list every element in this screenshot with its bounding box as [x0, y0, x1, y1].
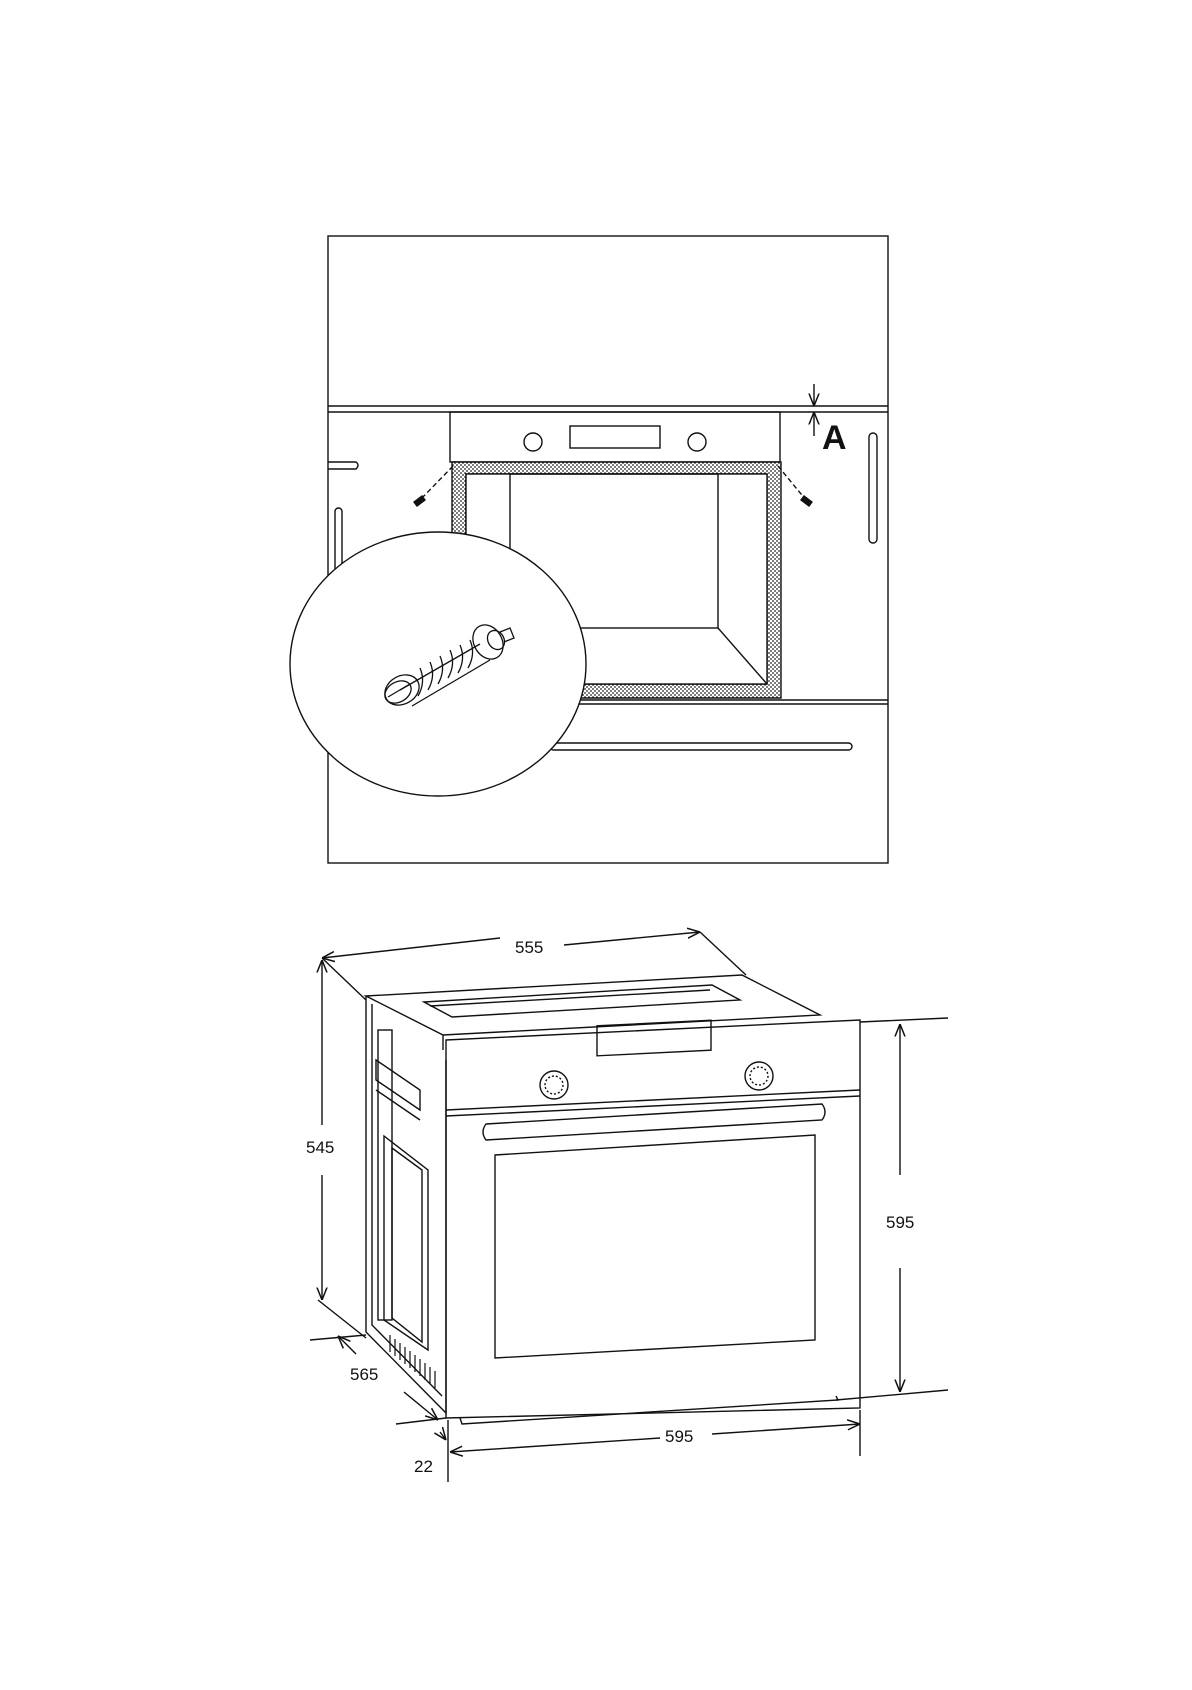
screw-guide-left	[420, 466, 453, 500]
oven-front-frame	[446, 1020, 860, 1418]
dim-height-side-label: 545	[306, 1138, 334, 1157]
oven-front-display	[597, 1020, 711, 1056]
screw-detail-magnifier	[290, 532, 586, 796]
dim-front-width-label: 595	[665, 1427, 693, 1446]
dim-line-bottom-left	[450, 1438, 660, 1452]
side-vent-frame	[378, 1030, 392, 1320]
dim-line-top-right	[564, 932, 700, 945]
screw-right-icon	[801, 496, 812, 506]
dim-front-panel-label: 22	[414, 1457, 433, 1476]
dim-right-ext-top	[860, 1018, 948, 1022]
front-knob-right	[745, 1062, 773, 1090]
dim-line-bottom-right	[712, 1424, 860, 1434]
oven-display	[570, 426, 660, 448]
screw-left-icon	[414, 496, 425, 506]
oven-control-panel	[450, 412, 780, 462]
cabinet-handle-right	[869, 433, 877, 543]
oven-top-housing	[366, 975, 820, 1035]
oven-panel-divider	[446, 1090, 860, 1110]
oven-knob-right	[688, 433, 706, 451]
oven-knob-left	[524, 433, 542, 451]
cabinet-installation-figure	[290, 236, 888, 863]
dim-line-depth-down	[404, 1392, 438, 1420]
dim-depth-bottom-label: 565	[350, 1365, 378, 1384]
dim-line-top-left	[322, 938, 500, 958]
dim-front-height-label: 595	[886, 1213, 914, 1232]
cabinet-handle-left-top	[328, 462, 358, 469]
dim-depth-top-label: 555	[515, 938, 543, 957]
oven-door-handle	[483, 1104, 825, 1140]
dim-line-depth-up	[338, 1336, 356, 1354]
screw-guide-right	[778, 466, 806, 500]
dim-line-panel	[440, 1432, 446, 1440]
oven-dimension-figure	[310, 932, 948, 1482]
drawer-handle	[550, 743, 852, 750]
gap-label: A	[822, 419, 847, 457]
front-knob-left	[540, 1071, 568, 1099]
oven-door-window	[495, 1135, 815, 1358]
dim-right-ext-bottom	[836, 1390, 948, 1400]
